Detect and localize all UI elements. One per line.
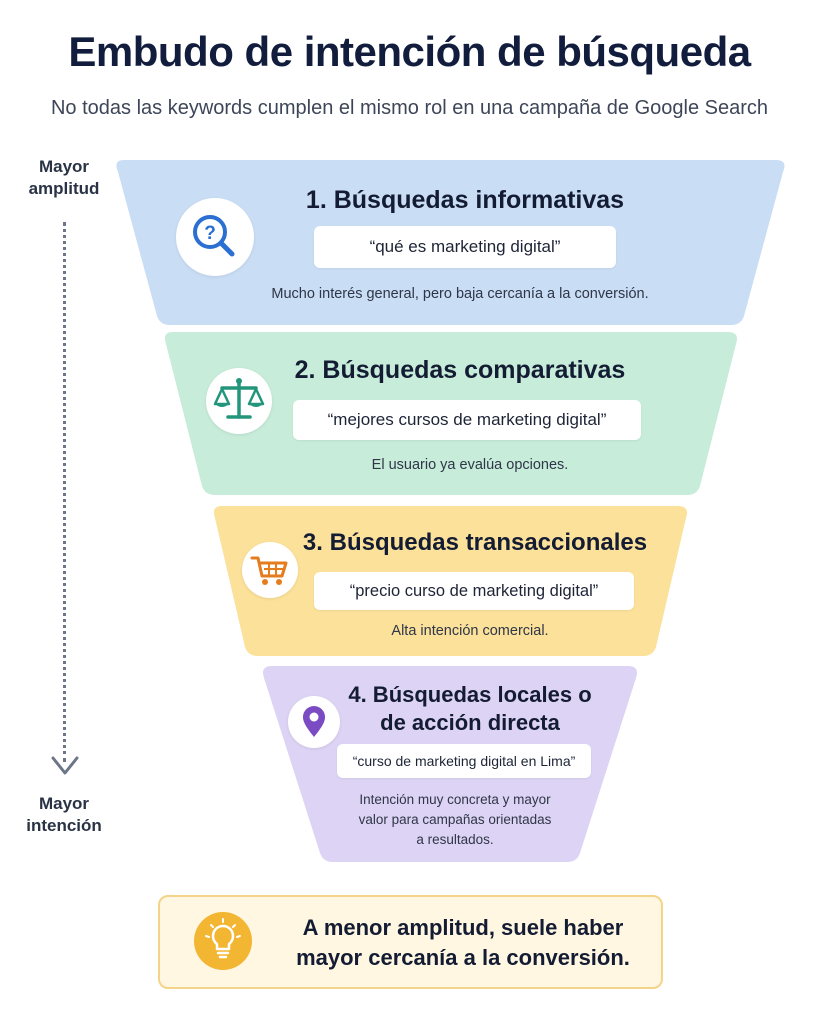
conclusion-line1: A menor amplitud, suele haber [302, 915, 624, 940]
axis-top-label: Mayor amplitud [14, 156, 114, 200]
scale-icon [213, 378, 265, 419]
level-1-icon-badge: ? [176, 198, 254, 276]
funnel: ? 1. Búsquedas informativas “qué es mark… [0, 150, 819, 870]
level-1-title: 1. Búsquedas informativas [305, 186, 625, 214]
level-3-description: Alta intención comercial. [391, 623, 549, 639]
conclusion-line2: mayor cercanía a la conversión. [296, 945, 630, 970]
lightbulb-icon [194, 912, 252, 970]
level-4-icon-badge [288, 696, 340, 748]
search-question-icon: ? [193, 215, 235, 257]
level-4-example: “curso de marketing digital en Lima” [337, 744, 591, 778]
axis-bottom-label-line2: intención [26, 816, 102, 835]
axis-bottom-label: Mayor intención [14, 793, 114, 837]
level-4-description: Intención muy concreta y mayor valor par… [330, 790, 580, 850]
page-subtitle: No todas las keywords cumplen el mismo r… [50, 97, 769, 119]
level-2-icon-badge [206, 368, 272, 434]
location-pin-icon [303, 706, 325, 737]
level-4-description-line1: Intención muy concreta y mayor [359, 792, 551, 807]
level-3-title: 3. Búsquedas transaccionales [302, 529, 648, 556]
conclusion-callout: A menor amplitud, suele haber mayor cerc… [158, 895, 663, 989]
axis-top-label-line1: Mayor [38, 157, 90, 176]
level-4-title: 4. Búsquedas locales o de acción directa [340, 681, 600, 737]
level-1-description: Mucho interés general, pero baja cercaní… [271, 286, 649, 302]
level-4-title-line2: de acción directa [380, 710, 560, 735]
level-2-title: 2. Búsquedas comparativas [294, 356, 626, 384]
svg-text:?: ? [204, 223, 216, 244]
level-3-icon-badge [242, 542, 298, 598]
axis-bottom-label-line1: Mayor [38, 794, 90, 813]
level-1-example: “qué es marketing digital” [314, 226, 616, 268]
level-4-description-line2: valor para campañas orientadas [358, 812, 552, 827]
level-4-title-line1: 4. Búsquedas locales o [348, 682, 592, 707]
conclusion-text: A menor amplitud, suele haber mayor cerc… [278, 913, 648, 973]
level-4-description-line3: a resultados. [416, 832, 494, 847]
level-2-example: “mejores cursos de marketing digital” [293, 400, 641, 440]
axis-dotted-line [63, 222, 66, 762]
axis-top-label-line2: amplitud [28, 179, 100, 198]
level-3-example: “precio curso de marketing digital” [314, 572, 634, 610]
arrow-down-icon [51, 756, 79, 775]
page-title: Embudo de intención de búsqueda [68, 28, 751, 75]
level-2-description: El usuario ya evalúa opciones. [371, 457, 569, 473]
cart-icon [250, 556, 288, 585]
